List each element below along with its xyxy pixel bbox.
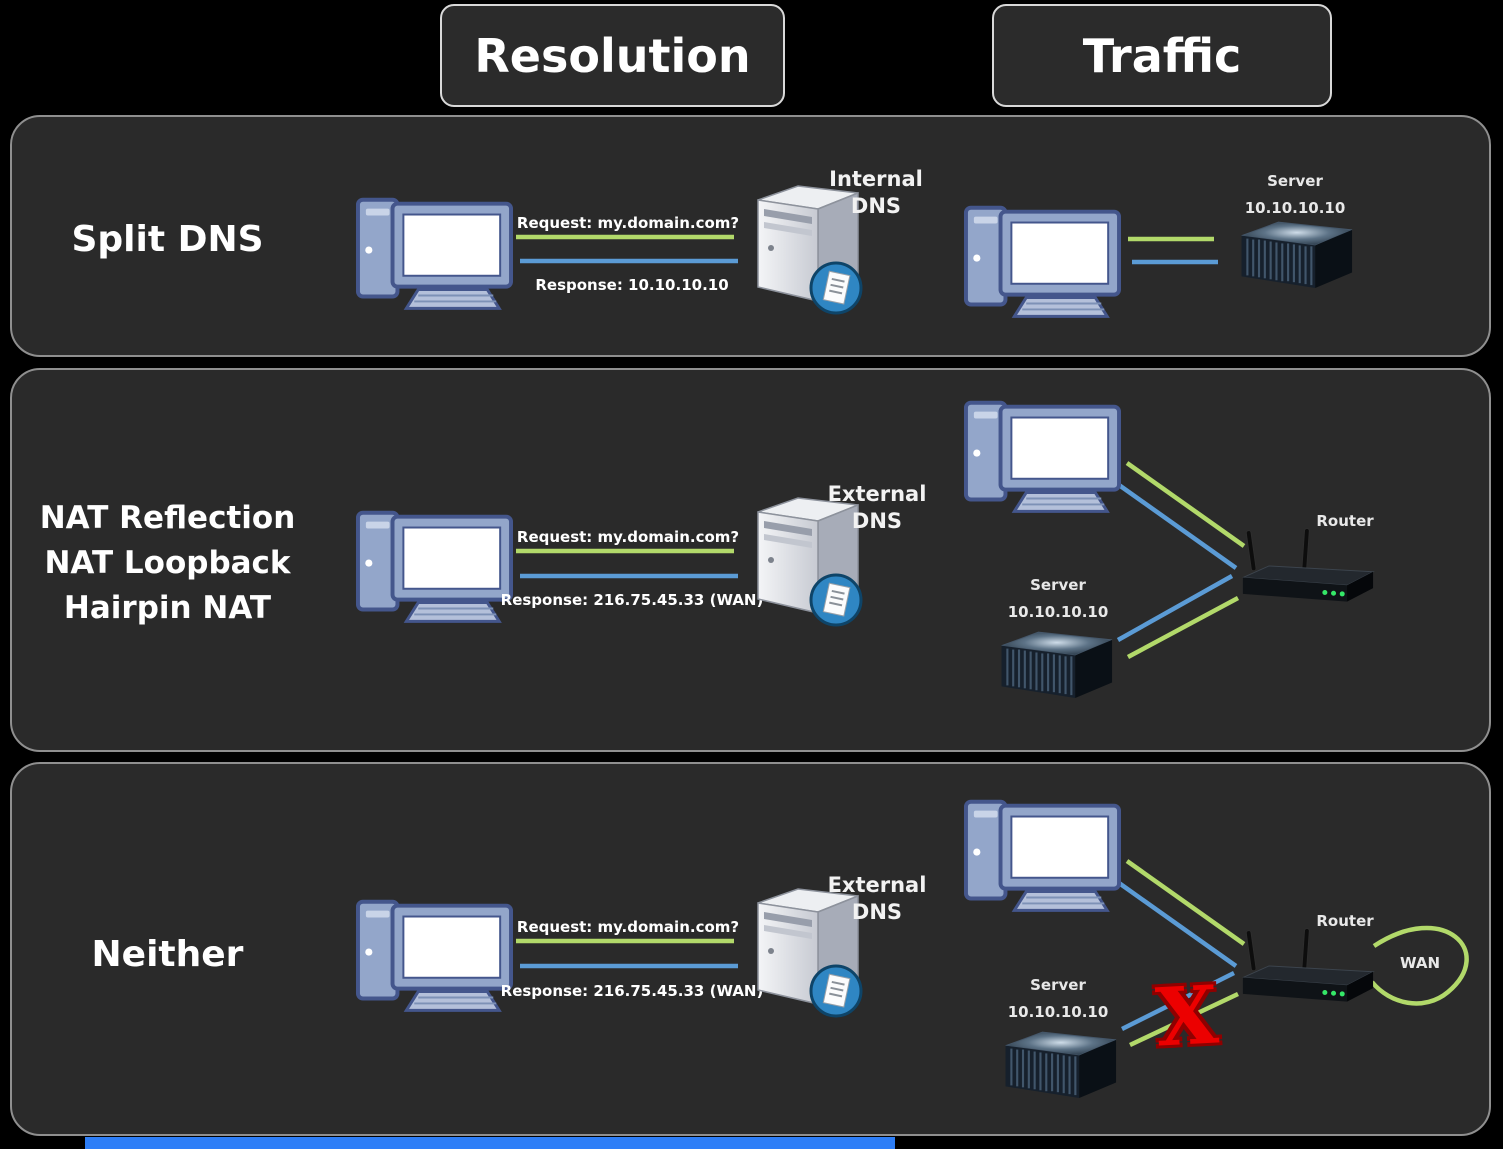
- dns-name-line: Internal: [829, 167, 923, 191]
- router-icon: [1240, 925, 1375, 1005]
- response-label: Response: 216.75.45.33 (WAN): [500, 591, 764, 609]
- client-computer-icon: [355, 508, 513, 630]
- client-computer-icon: [355, 195, 513, 317]
- server-label: Server: [1030, 576, 1086, 594]
- row-title-line: Neither: [91, 934, 244, 975]
- client-computer-icon: [355, 897, 513, 1019]
- column-header-traffic: Traffic: [992, 4, 1332, 107]
- row-title-neither: Neither: [20, 934, 315, 975]
- server-name: Server 10.10.10.10: [1008, 572, 1109, 626]
- row-title-line: Split DNS: [71, 219, 264, 260]
- client-computer-icon: [963, 398, 1121, 520]
- server-name: Server 10.10.10.10: [1245, 168, 1346, 222]
- request-label: Request: my.domain.com?: [516, 528, 740, 546]
- bottom-accent-bar: [85, 1137, 895, 1149]
- row-title-nat-reflection: NAT Reflection NAT Loopback Hairpin NAT: [20, 496, 315, 631]
- row-title-line: NAT Loopback: [44, 545, 291, 581]
- blocked-x-mark: X: [1153, 967, 1221, 1065]
- row-title-split-dns: Split DNS: [20, 219, 315, 260]
- rack-server-icon: [988, 628, 1114, 706]
- server-label: Server: [1267, 172, 1323, 190]
- server-name: Server 10.10.10.10: [1008, 972, 1109, 1026]
- request-label: Request: my.domain.com?: [516, 214, 740, 232]
- dns-name-line: External: [827, 482, 927, 506]
- server-ip: 10.10.10.10: [1007, 1003, 1109, 1021]
- router-name: Router: [1316, 512, 1374, 530]
- client-computer-icon: [963, 797, 1121, 919]
- dns-server-name: External DNS: [828, 872, 927, 926]
- request-label: Request: my.domain.com?: [516, 918, 740, 936]
- panel-neither: [10, 762, 1491, 1136]
- server-ip: 10.10.10.10: [1007, 603, 1109, 621]
- dns-name-line: DNS: [850, 194, 902, 218]
- response-label: Response: 10.10.10.10: [535, 276, 729, 294]
- dns-name-line: DNS: [851, 509, 903, 533]
- row-title-line: NAT Reflection: [39, 500, 296, 536]
- dns-server-name: External DNS: [828, 481, 927, 535]
- router-name: Router: [1316, 912, 1374, 930]
- dns-name-line: External: [827, 873, 927, 897]
- response-label: Response: 216.75.45.33 (WAN): [500, 982, 764, 1000]
- row-title-line: Hairpin NAT: [63, 590, 272, 626]
- server-ip: 10.10.10.10: [1244, 199, 1346, 217]
- wan-label: WAN: [1399, 954, 1441, 972]
- column-header-resolution: Resolution: [440, 4, 785, 107]
- dns-server-name: Internal DNS: [829, 166, 923, 220]
- router-icon: [1240, 525, 1375, 605]
- server-label: Server: [1030, 976, 1086, 994]
- rack-server-icon: [992, 1028, 1118, 1106]
- client-computer-icon: [963, 203, 1121, 325]
- rack-server-icon: [1228, 218, 1354, 296]
- panel-nat-reflection: [10, 368, 1491, 752]
- dns-name-line: DNS: [851, 900, 903, 924]
